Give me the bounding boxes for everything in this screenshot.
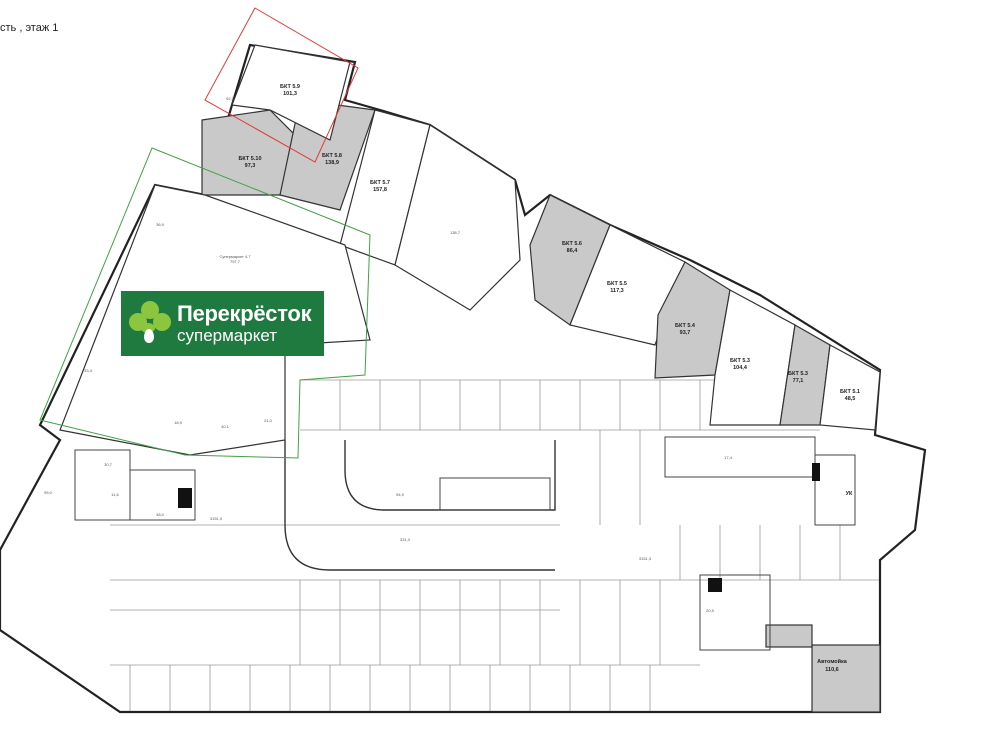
unit-labels: БКТ 5.9 101,3 БКТ 5.10 97,3 БКТ 5.8 138,… [238,84,860,673]
room-6-area: 33,4 [84,368,93,373]
supermarket-label: Супермаркет 4.7 [219,254,251,259]
uk-mark: УК [846,491,853,497]
room-13-area: 17,4 [724,455,733,460]
car-wash-area: 110,6 [825,667,838,673]
unit-5-5-code: БКТ 5.5 [607,281,627,287]
unit-5-7-code: БКТ 5.7 [370,180,390,186]
unit-5-8-code: БКТ 5.8 [322,153,342,159]
logo-subtitle: супермаркет [177,325,278,345]
core-bottom-right [699,574,771,651]
room-1-area: 92,3 [226,96,235,101]
unit-5-3a-code: БКТ 5.3 [730,358,750,364]
room-11-area: 30,7 [104,462,113,467]
unit-5-9-area: 101,3 [283,91,297,97]
storage-row-right [664,436,816,478]
room-4-area: 95,0 [44,490,53,495]
highlight-red-frame [204,7,359,163]
unit-5-10-area: 97,3 [245,163,256,169]
unit-5-10-code: БКТ 5.10 [238,156,261,162]
room-14-area: 11,6 [111,492,119,497]
room-12-area: 20,5 [706,608,715,613]
unit-5-6-code: БКТ 5.6 [562,241,582,247]
unit-5-3a-shape [709,289,796,426]
room-8-area: 40,1 [221,424,230,429]
core-uk [814,454,856,526]
core-left-2 [129,469,196,521]
car-wash-shape [811,644,881,713]
unit-5-3a-area: 104,4 [733,365,748,371]
ramp [284,440,556,571]
parking-grid [110,379,880,712]
unit-5-6-shape [529,194,611,326]
unit-5-4-shape [654,261,731,379]
parking-label-1: 3151,0 [210,516,223,521]
highlight-green-frame [39,147,371,459]
car-wash-annex-shape [765,624,813,648]
room-labels: Супермаркет 4.7 797,7 92,3 138,7 94,9 95… [44,96,853,613]
ramp-service-block [439,477,551,511]
unit-5-6-area: 86,4 [567,248,579,254]
stair-shaft-left [178,488,192,508]
unit-5-4-area: 93,7 [680,330,691,336]
car-wash-code: Автомойка [817,658,848,665]
page-caption: сть , этаж 1 [0,22,59,34]
unit-5-1-code: БКТ 5.1 [840,389,860,395]
room-7-area: 21,0 [264,418,273,423]
unit-5-8-area: 138,9 [325,160,339,166]
room-3-area: 94,9 [396,492,405,497]
core-left [74,449,131,521]
parking-label-2: 3151,3 [639,556,652,561]
stair-shaft-uk [812,463,820,481]
unit-5-9-code: БКТ 5.9 [280,84,300,90]
unit-5-5-shape [569,224,686,346]
unit-5-5-area: 117,3 [610,288,623,294]
unit-5-7-area: 157,8 [373,187,387,193]
unit-5-3b-code: БКТ 5.3 [788,371,808,377]
room-10-area: 36,9 [156,222,165,227]
unit-5-3b-area: 77,1 [793,378,804,384]
unit-5-9-shape [231,44,351,141]
atrium-shape [394,124,521,311]
unit-5-1-area: 48,5 [845,396,856,402]
room-5-area: 48,0 [156,512,165,517]
logo-brand-name: Перекрёсток [177,300,312,326]
unit-5-4-code: БКТ 5.4 [675,323,696,329]
parking-label-3: 331,0 [400,537,411,542]
perekrestok-logo: Перекрёсток супермаркет [121,291,324,356]
room-2-area: 138,7 [450,230,461,235]
room-9-area: 18,9 [174,420,183,425]
unit-5-1-shape [819,344,881,431]
clover-leaf-icon [127,299,177,349]
stair-shaft-right [708,578,722,592]
supermarket-area: 797,7 [230,259,241,264]
